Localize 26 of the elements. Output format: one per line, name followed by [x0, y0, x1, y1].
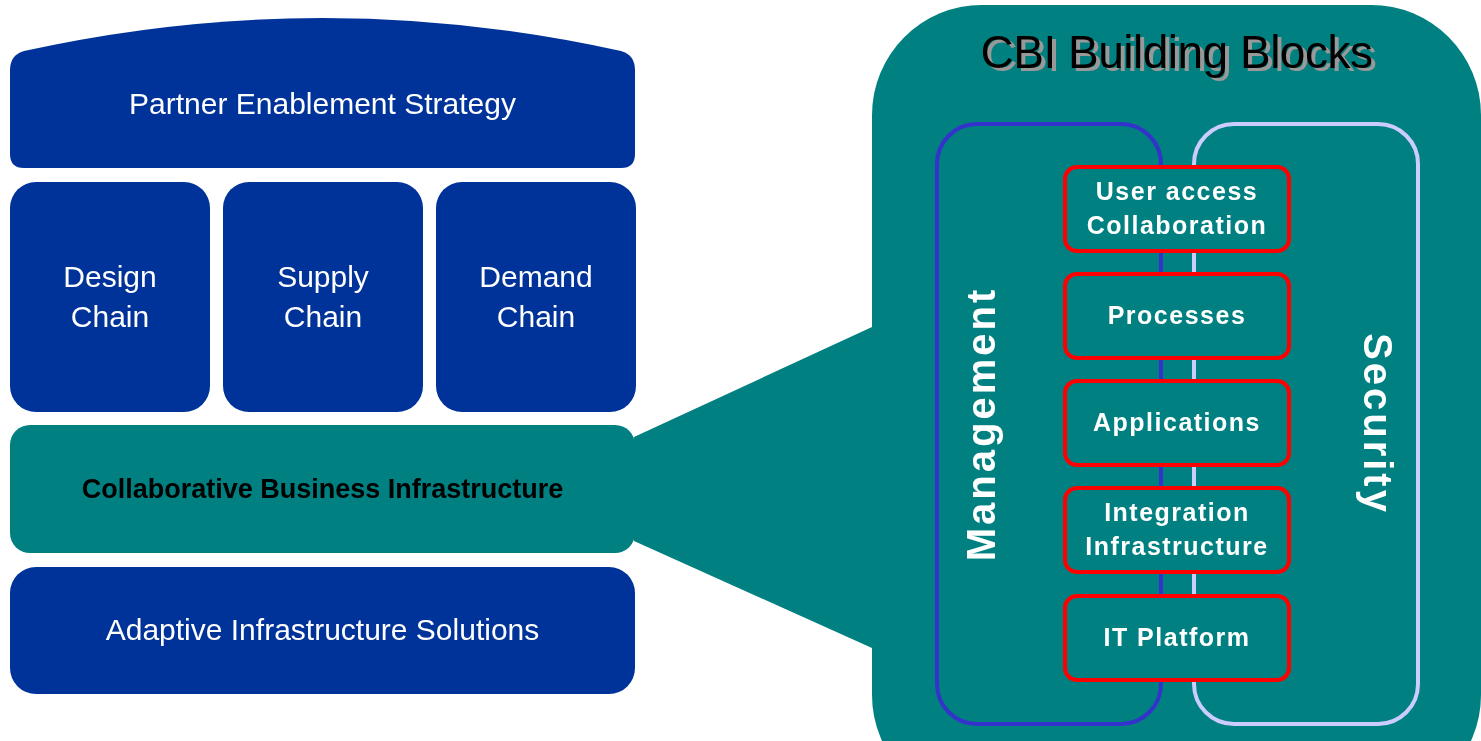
vertical-label: Security: [1355, 333, 1401, 515]
rounded-box: [1063, 486, 1291, 574]
rounded-box: [1063, 594, 1291, 682]
box-label: Partner Enablement Strategy: [129, 85, 516, 122]
rounded-box: [10, 425, 635, 553]
box-label: Design Chain: [62, 258, 158, 335]
dome-shape: [10, 15, 635, 168]
box-label: Supply Chain: [276, 258, 370, 335]
rounded-box: [436, 182, 636, 412]
rounded-box: [1063, 272, 1291, 360]
box-label: Adaptive Infrastructure Solutions: [105, 612, 540, 649]
title-text: CBI Building Blocks: [980, 25, 1373, 80]
vertical-label: Management: [958, 286, 1004, 562]
box-label: User access Collaboration: [1085, 176, 1269, 241]
box-label: Applications: [1093, 407, 1261, 439]
rounded-box: [10, 567, 635, 694]
box-label: Demand Chain: [478, 258, 594, 335]
box-label: Collaborative Business Infrastructure: [81, 472, 564, 506]
box-label: Processes: [1107, 300, 1247, 332]
rounded-box: [1063, 379, 1291, 467]
rounded-box: [223, 182, 423, 412]
box-label: Integration Infrastructure: [1084, 497, 1270, 562]
rounded-box: [1063, 165, 1291, 253]
box-label: IT Platform: [1103, 622, 1251, 654]
callout-pointer: [634, 327, 872, 648]
rounded-box: [10, 182, 210, 412]
